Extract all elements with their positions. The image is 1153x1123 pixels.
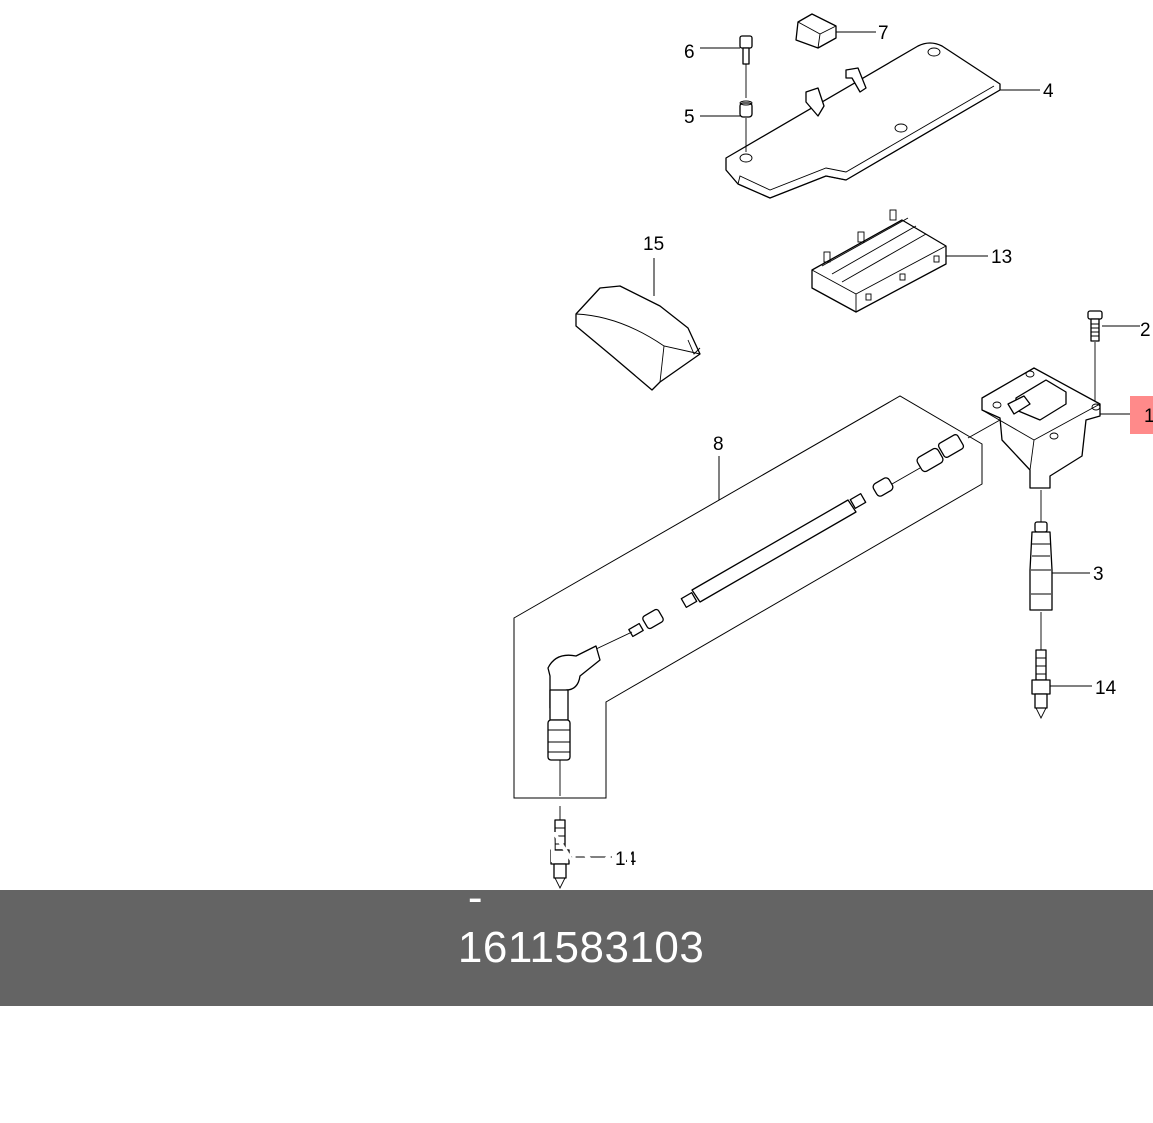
- cover-plate-part: [725, 42, 1001, 199]
- separator: -: [467, 873, 484, 922]
- bolt-part-2: [1087, 310, 1103, 402]
- callout-1: 1: [1144, 406, 1153, 427]
- callout-2: 2: [1140, 320, 1151, 341]
- cover-part-15: [575, 285, 701, 391]
- spark-plug-right: [1031, 649, 1051, 720]
- highlight-marker: [1130, 396, 1153, 434]
- bolt-part-6: [739, 35, 753, 98]
- lead-assembly-frame: [513, 395, 983, 799]
- reference-code: N - 01: [457, 1023, 581, 1072]
- callout-4: 4: [1043, 81, 1054, 102]
- spark-plug-left: [550, 806, 570, 890]
- callout-8: 8: [713, 434, 724, 455]
- footer-caption: SSANGYONG - 1611583103 N - 01: [407, 773, 746, 1123]
- coil-boot-part: [1029, 490, 1053, 650]
- callout-15: 15: [643, 234, 664, 255]
- parts-diagram: 4 5 6 7 13: [513, 13, 1153, 890]
- callout-14-left: 14: [615, 849, 637, 870]
- callout-6: 6: [684, 42, 695, 63]
- callout-14-right: 14: [1095, 678, 1117, 699]
- callout-5: 5: [684, 107, 695, 128]
- ignition-lead-part: [547, 434, 965, 796]
- callout-13: 13: [991, 247, 1012, 268]
- leader-line-8-coil: [967, 419, 1001, 439]
- callout-7: 7: [878, 23, 889, 44]
- callout-3: 3: [1093, 564, 1104, 585]
- clip-part-7: [795, 13, 837, 49]
- bracket-part-13: [811, 209, 947, 313]
- part-number: 1611583103: [457, 923, 705, 972]
- brand-name: SSANGYONG: [457, 823, 747, 872]
- grommet-part: [739, 100, 753, 152]
- ignition-coil-part: [981, 367, 1101, 489]
- footer-bar: SSANGYONG - 1611583103 N - 01: [0, 823, 1153, 1072]
